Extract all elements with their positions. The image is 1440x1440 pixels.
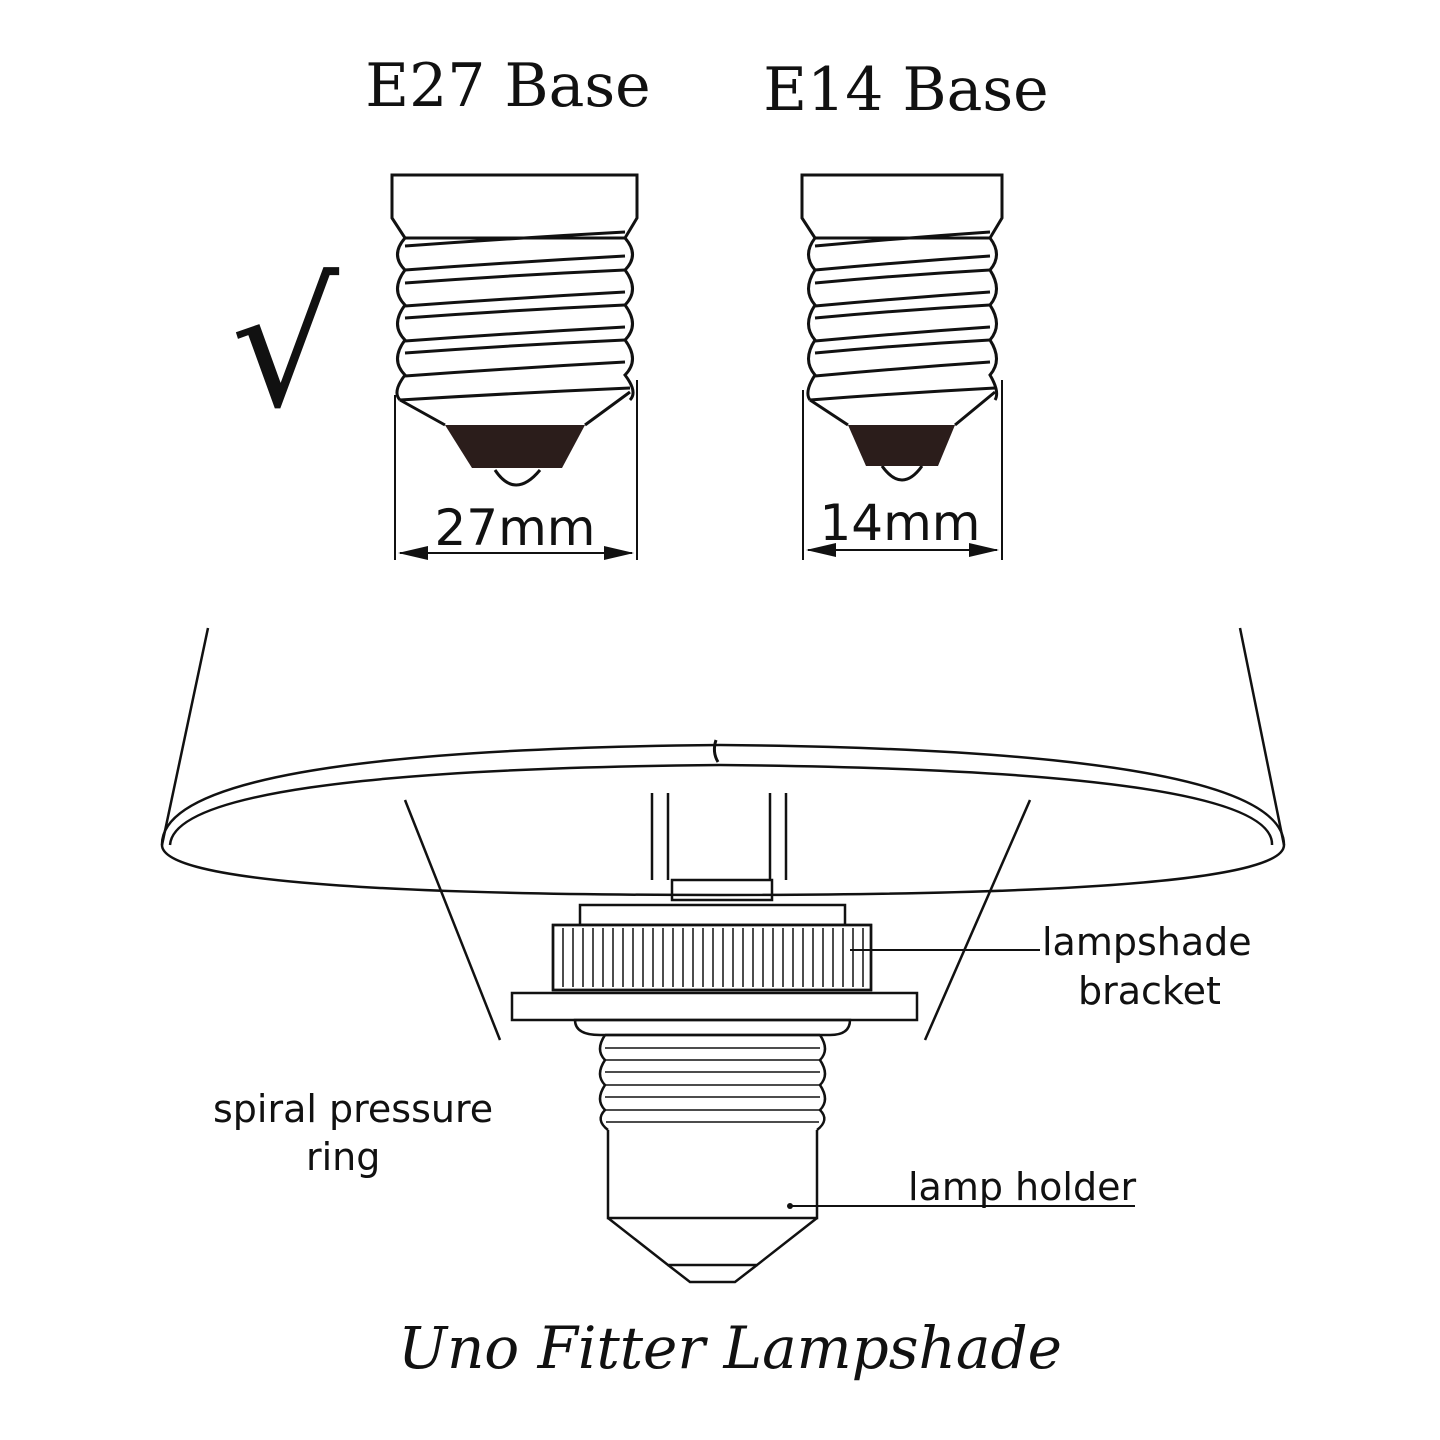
e27-measure: 27mm [434,499,595,557]
lampshade-bracket-ring [551,903,873,992]
label-spiral-pressure-ring-line1: spiral pressure [213,1087,493,1131]
e14-arrow-right [969,543,999,557]
e27-base-figure: E27 Base √ [231,51,651,560]
e14-title: E14 Base [763,55,1048,125]
e14-bulb-base-drawing [800,173,1004,560]
spiral-pressure-ring-drawing [510,991,919,1037]
e27-bulb-base-drawing [390,173,639,560]
lampshade-spider-frame [403,793,1032,1041]
callout-lamp-holder: lamp holder [787,1165,1136,1209]
e14-measure: 14mm [819,494,980,552]
callout-spiral-pressure-ring: spiral pressure ring [213,1087,493,1179]
e27-title: E27 Base [365,51,650,121]
lamp-holder-drawing [598,1033,827,1284]
callout-lampshade-bracket: lampshade bracket [850,920,1252,1013]
e27-arrow-left [398,546,428,560]
figure-caption: Uno Fitter Lampshade [398,1314,1062,1382]
e14-arrow-left [806,543,836,557]
label-lampshade-bracket-line2: bracket [1078,969,1221,1013]
selected-check-mark: √ [231,248,340,446]
label-spiral-pressure-ring-line2: ring [306,1135,380,1179]
lampshade-shade [160,627,1286,897]
label-lampshade-bracket-line1: lampshade [1042,920,1252,964]
e27-arrow-right [604,546,634,560]
e14-contact-insulator [848,425,955,466]
lampshade-figure [160,627,1286,1284]
e14-base-figure: E14 Base 14mm [763,55,1049,560]
label-lamp-holder: lamp holder [908,1165,1136,1209]
e27-contact-insulator [445,425,585,468]
